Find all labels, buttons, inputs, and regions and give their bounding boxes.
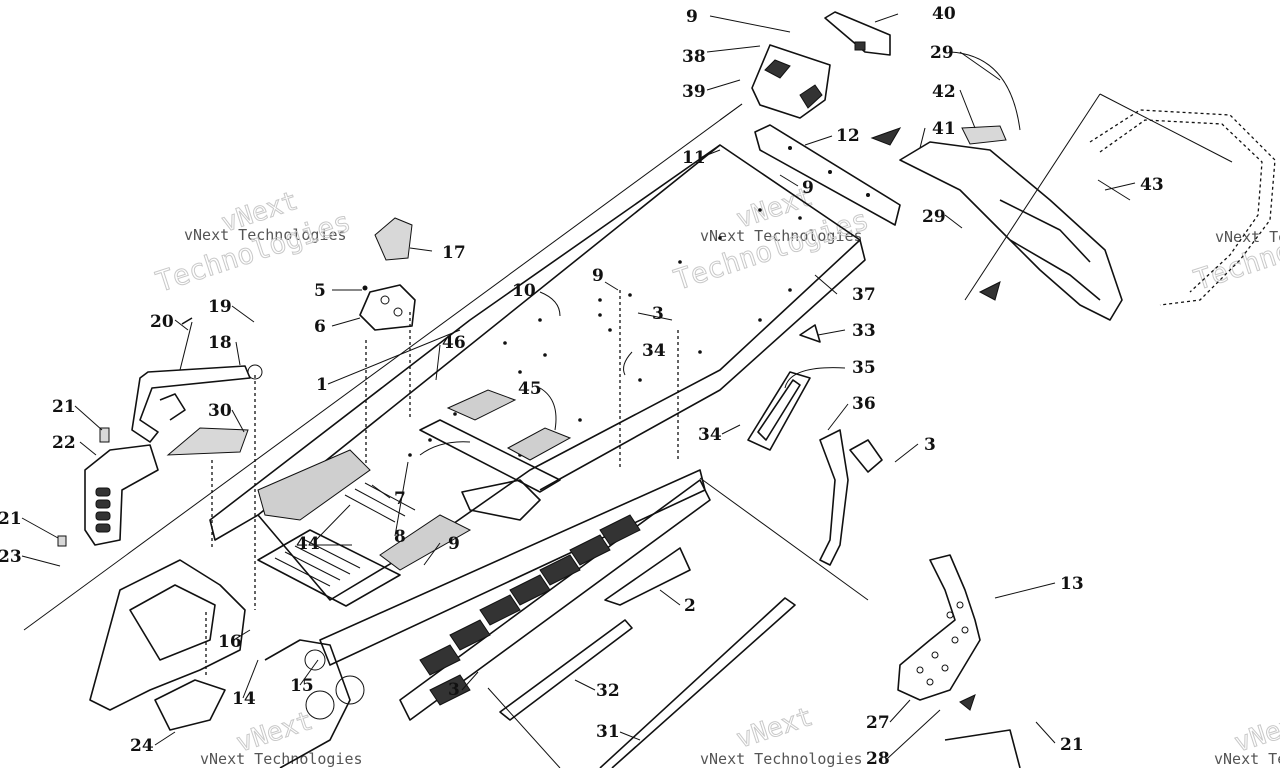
- callout-18: 18: [208, 333, 232, 353]
- callout-9: 9: [448, 534, 460, 554]
- callout-34: 34: [642, 341, 666, 361]
- callout-23: 23: [0, 547, 22, 567]
- callout-12: 12: [836, 126, 860, 146]
- callout-29: 29: [922, 207, 946, 227]
- callout-15: 15: [290, 676, 314, 696]
- callout-20: 20: [150, 312, 174, 332]
- callout-5: 5: [314, 281, 326, 301]
- callout-24: 24: [130, 736, 154, 756]
- callout-39: 39: [682, 82, 706, 102]
- callout-9: 9: [686, 7, 698, 27]
- callout-3: 3: [924, 435, 936, 455]
- slot-field: [257, 482, 416, 607]
- callout-45: 45: [518, 379, 542, 399]
- callout-38: 38: [682, 47, 706, 67]
- callout-7: 7: [394, 489, 406, 509]
- callout-31: 31: [596, 722, 620, 742]
- callout-36: 36: [852, 394, 876, 414]
- watermark-company: vNext Technologies: [184, 226, 347, 244]
- callout-30: 30: [208, 401, 232, 421]
- callout-3: 3: [448, 680, 460, 700]
- watermark-company: vNext Technologies: [700, 750, 863, 768]
- callout-40: 40: [932, 4, 956, 24]
- side-bracket-35: [747, 371, 811, 451]
- callout-33: 33: [852, 321, 876, 341]
- grab-bar: [131, 317, 263, 443]
- callout-labels: 1 2 3 3 3 5 6 7 8 9 9 9 9 10 11 12 13 14…: [0, 4, 1164, 768]
- callout-3: 3: [652, 304, 664, 324]
- callout-35: 35: [852, 358, 876, 378]
- watermark-brand: vNext: [733, 702, 817, 755]
- callout-2: 2: [684, 596, 696, 616]
- callout-21: 21: [1060, 735, 1084, 755]
- callout-17: 17: [442, 243, 466, 263]
- rear-mount-12: [754, 124, 902, 226]
- callout-29: 29: [930, 43, 954, 63]
- callout-32: 32: [596, 681, 620, 701]
- callout-43: 43: [1140, 175, 1164, 195]
- watermark-company: vNext Technologies: [200, 750, 363, 768]
- leader-lines: [21, 13, 1136, 759]
- callout-11: 11: [682, 148, 706, 168]
- callout-44: 44: [296, 534, 320, 554]
- callout-34: 34: [698, 425, 722, 445]
- callout-13: 13: [1060, 574, 1084, 594]
- guide-lines: [23, 93, 1233, 768]
- callout-41: 41: [932, 119, 956, 139]
- callout-37: 37: [852, 285, 876, 305]
- callout-10: 10: [512, 281, 536, 301]
- pad-30: [166, 427, 249, 456]
- foot-bracket: [897, 554, 1021, 768]
- tunnel-chassis: [205, 144, 866, 675]
- callout-46: 46: [442, 333, 466, 353]
- front-bulkhead: [89, 559, 365, 768]
- running-board: [319, 469, 711, 721]
- callout-19: 19: [208, 297, 232, 317]
- callout-9: 9: [802, 178, 814, 198]
- callout-21: 21: [52, 397, 76, 417]
- rear-bumper-assembly: [899, 109, 1276, 321]
- callout-22: 22: [52, 433, 76, 453]
- callout-9: 9: [592, 266, 604, 286]
- callout-14: 14: [232, 689, 256, 709]
- callout-8: 8: [394, 527, 406, 547]
- side-bracket-36: [799, 324, 883, 566]
- watermark-company: vNext Technologies: [1215, 228, 1280, 246]
- callout-1: 1: [316, 375, 328, 395]
- callout-16: 16: [218, 632, 242, 652]
- watermark-word: Technologies: [1190, 203, 1280, 297]
- long-bars: [499, 547, 796, 768]
- steering-bracket: [359, 217, 416, 331]
- flap-bracket: [751, 11, 891, 119]
- callout-6: 6: [314, 317, 326, 337]
- watermark-company: vNext Technologies: [1214, 750, 1280, 768]
- callout-21: 21: [0, 509, 22, 529]
- callout-27: 27: [866, 713, 890, 733]
- callout-42: 42: [932, 82, 956, 102]
- bracket-22: [57, 427, 159, 547]
- callout-28: 28: [866, 749, 890, 768]
- watermark-company: vNext Technologies: [700, 227, 863, 245]
